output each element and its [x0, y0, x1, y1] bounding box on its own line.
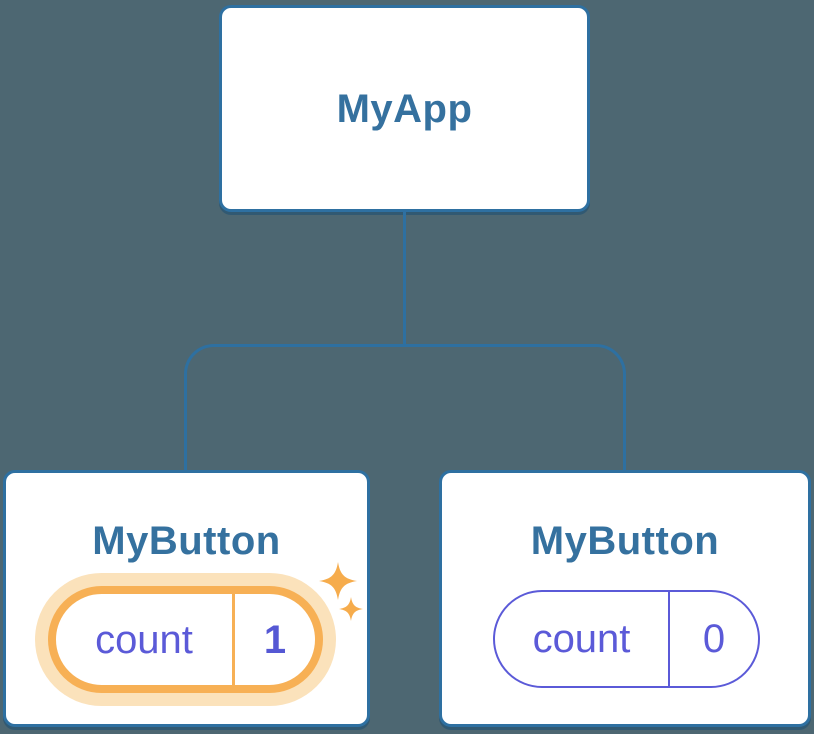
state-pill-plain: count 0 — [493, 590, 760, 688]
state-name: count — [532, 617, 631, 661]
root-node-label: MyApp — [336, 86, 473, 131]
component-node-button-highlighted: MyButton count 1 — [3, 470, 370, 727]
state-pill-highlighted: count 1 — [48, 586, 323, 693]
component-node-button-plain: MyButton count 0 — [439, 470, 811, 727]
child-node-label: MyButton — [92, 519, 281, 563]
connector-trunk-line — [403, 211, 406, 345]
component-node-root: MyApp — [219, 5, 590, 212]
sparkle-icon-small — [339, 597, 363, 621]
pill-divider — [668, 592, 670, 686]
connector-branch-line — [184, 344, 626, 470]
child-node-label: MyButton — [530, 519, 720, 563]
sparkle-icon-large — [319, 562, 357, 600]
state-value: 0 — [702, 617, 726, 661]
state-name: count — [95, 617, 193, 662]
state-value: 1 — [263, 617, 287, 662]
pill-divider — [232, 594, 235, 685]
